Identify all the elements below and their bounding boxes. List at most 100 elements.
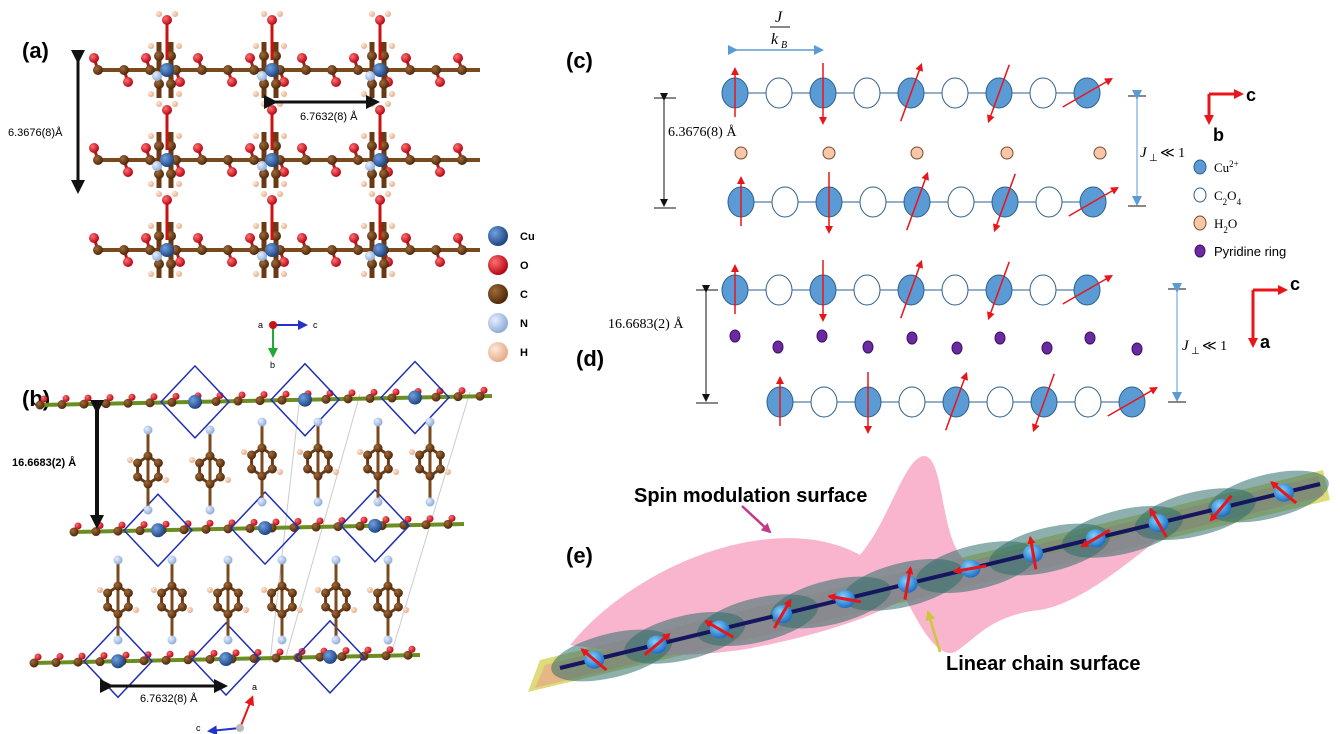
nitrogen-atom (152, 71, 162, 81)
pyridine-site (862, 340, 874, 354)
spin-arrow (1107, 386, 1158, 417)
oxygen-atom (40, 395, 48, 403)
legend-atom-label: Cu (520, 231, 535, 243)
oxygen-atom (401, 143, 411, 153)
spin-arrow (952, 564, 987, 575)
carbon-atom (259, 231, 269, 241)
carbon-atom (93, 65, 103, 75)
oxalate-site (810, 386, 838, 418)
carbon-atom (143, 479, 153, 489)
hydrogen-atom (253, 91, 259, 97)
carbon-atom (457, 245, 467, 255)
nitrogen-atom (257, 497, 267, 507)
oxalate-site (771, 186, 799, 218)
carbon-atom (103, 588, 113, 598)
carbon-atom (337, 652, 347, 662)
coordination-octahedron (294, 619, 366, 694)
carbon-atom (223, 609, 233, 619)
spin-arrow (1149, 507, 1168, 538)
hydrogen-atom (127, 457, 133, 463)
carbon-atom (421, 520, 431, 530)
hydrogen-atom (385, 191, 391, 197)
oxygen-atom (227, 167, 237, 177)
carbon-atom (373, 602, 383, 612)
nitrogen-atom (313, 497, 323, 507)
spin-arrow (1080, 528, 1111, 548)
carbon-atom (333, 522, 343, 532)
carbon-atom (145, 398, 155, 408)
oxygen-atom (232, 649, 240, 657)
hydrogen-atom (367, 587, 373, 593)
hydrogen-atom (369, 191, 375, 197)
copper-atom (219, 652, 233, 667)
carbon-atom (277, 609, 287, 619)
oxygen-atom (348, 389, 356, 397)
oxygen-atom (408, 645, 416, 653)
nitrogen-atom (223, 635, 233, 645)
hydrogen-atom (156, 11, 162, 17)
legend-atom-swatch (488, 313, 508, 333)
carbon-atom (363, 464, 373, 474)
hydrogen-atom (281, 223, 287, 229)
carbon-atom (143, 451, 153, 461)
axis-b-label: b (1213, 125, 1224, 145)
carbon-atom (197, 155, 207, 165)
hydrogen-atom (351, 607, 357, 613)
carbon-atom (166, 259, 176, 269)
carbon-atom (381, 651, 391, 661)
legend-species-swatch (1193, 215, 1207, 231)
carbon-atom (249, 245, 259, 255)
carbon-atom (133, 472, 143, 482)
carbon-atom (233, 588, 243, 598)
spin-arrow (1027, 535, 1038, 570)
carbon-atom (353, 245, 363, 255)
carbon-atom (301, 65, 311, 75)
jperp-j: J (1140, 145, 1148, 161)
hydrogen-atom (281, 133, 287, 139)
carbon-atom (367, 141, 377, 151)
carbon-atom (195, 472, 205, 482)
nitrogen-atom (383, 555, 393, 565)
oxalate-site (1074, 386, 1102, 418)
carbon-atom (363, 450, 373, 460)
water-site (734, 146, 748, 160)
oxygen-atom (206, 519, 214, 527)
panel-b-vertical-distance: 16.6683(2) Å (12, 456, 76, 469)
legend-atom-label: O (520, 260, 529, 272)
carbon-atom (403, 650, 413, 660)
hydrogen-atom (261, 587, 267, 593)
hydrogen-atom (253, 133, 259, 139)
nitrogen-atom (167, 555, 177, 565)
pyridine-site (1084, 331, 1096, 345)
hydrogen-atom (385, 101, 391, 107)
oxygen-atom (426, 515, 434, 523)
oxygen-atom (282, 390, 290, 398)
oxygen-atom (349, 143, 359, 153)
oxalate-site (1029, 77, 1057, 109)
nitrogen-atom (257, 161, 267, 171)
pyridine-site (816, 329, 828, 343)
carbon-atom (431, 392, 441, 402)
nitrogen-atom (425, 417, 435, 427)
hydrogen-atom (176, 43, 182, 49)
oxygen-atom (453, 233, 463, 243)
carbon-atom (245, 523, 255, 533)
oxygen-atom (404, 515, 412, 523)
carbon-atom (475, 391, 485, 401)
hydrogen-atom (281, 271, 287, 277)
copper-atom (373, 63, 387, 77)
water-oxygen (162, 105, 172, 115)
water-oxygen (162, 195, 172, 205)
hydrogen-atom (389, 43, 395, 49)
coupling-kb: k (771, 31, 779, 48)
carbon-atom (249, 65, 259, 75)
carbon-atom (154, 231, 164, 241)
nitrogen-atom (257, 71, 267, 81)
nitrogen-atom (113, 555, 123, 565)
legend-atom-swatch (488, 342, 508, 362)
hydrogen-atom (445, 469, 451, 475)
spin-arrow (773, 598, 792, 629)
legend-atom-label: N (520, 318, 528, 330)
copper-atom (408, 390, 422, 405)
carbon-atom (301, 155, 311, 165)
